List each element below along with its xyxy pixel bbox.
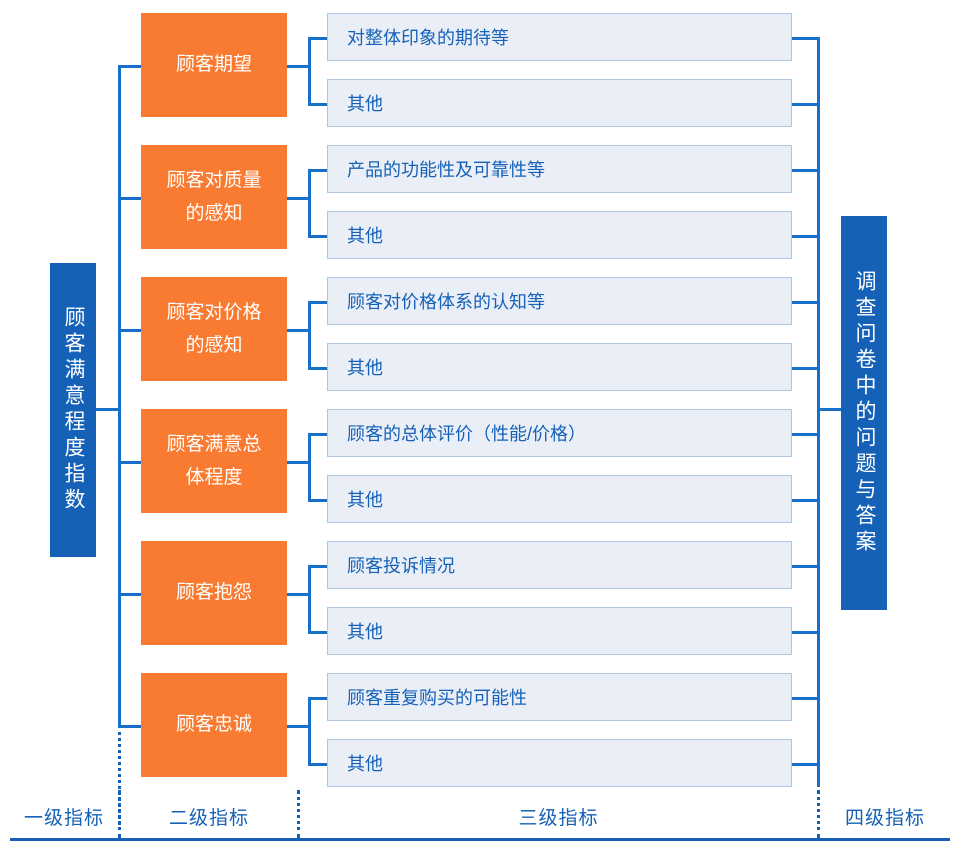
level4-branch-10 — [792, 631, 820, 634]
level3-box-10[interactable]: 其他 — [327, 607, 792, 655]
level3-branch-6 — [308, 367, 330, 370]
level2-branch-1 — [118, 65, 142, 68]
level3-stub-g6 — [287, 725, 311, 728]
legend-separator-3 — [817, 790, 820, 838]
level3-bracket-g6 — [308, 697, 311, 766]
level3-stub-g5 — [287, 593, 311, 596]
level2-label: 顾客忠诚 — [175, 714, 252, 736]
level1-trunk-dotted — [118, 725, 121, 825]
legend-text: 二级指标 — [168, 807, 249, 829]
level4-branch-5 — [792, 301, 820, 304]
level3-box-1[interactable]: 对整体印象的期待等 — [327, 13, 792, 61]
level3-box-12[interactable]: 其他 — [327, 739, 792, 787]
level3-box-2[interactable]: 其他 — [327, 79, 792, 127]
level3-box-4[interactable]: 其他 — [327, 211, 792, 259]
level2-branch-2 — [118, 197, 142, 200]
level3-label: 顾客重复购买的可能性 — [347, 688, 527, 708]
level2-box-4[interactable]: 顾客满意总体程度 — [141, 409, 287, 513]
level3-label: 其他 — [347, 358, 383, 378]
level2-box-6[interactable]: 顾客忠诚 — [141, 673, 287, 777]
level3-label: 产品的功能性及可靠性等 — [347, 160, 545, 180]
level3-label: 顾客的总体评价（性能/价格） — [347, 424, 586, 444]
level4-label: 调查问卷中的问题与答案 — [853, 270, 877, 556]
legend-text: 四级指标 — [844, 807, 925, 829]
level3-label: 其他 — [347, 622, 383, 642]
level2-label: 顾客期望 — [175, 54, 252, 76]
level3-bracket-g3 — [308, 301, 311, 370]
level2-box-2[interactable]: 顾客对质量的感知 — [141, 145, 287, 249]
legend-separator-2 — [297, 790, 300, 838]
level3-stub-g4 — [287, 461, 311, 464]
level3-label: 对整体印象的期待等 — [347, 28, 509, 48]
level4-trunk — [817, 37, 820, 787]
level4-branch-1 — [792, 37, 820, 40]
level2-branch-4 — [118, 461, 142, 464]
level3-bracket-g1 — [308, 37, 311, 106]
level4-branch-8 — [792, 499, 820, 502]
level3-stub-g2 — [287, 197, 311, 200]
level3-label: 其他 — [347, 226, 383, 246]
level3-branch-7 — [308, 433, 330, 436]
level2-label: 顾客对质量的感知 — [166, 169, 262, 224]
level2-branch-5 — [118, 593, 142, 596]
level3-box-9[interactable]: 顾客投诉情况 — [327, 541, 792, 589]
legend-bottom-rule — [10, 838, 950, 841]
level4-branch-6 — [792, 367, 820, 370]
level3-stub-g3 — [287, 329, 311, 332]
level4-branch-11 — [792, 697, 820, 700]
level1-stub — [96, 408, 120, 411]
level3-box-3[interactable]: 产品的功能性及可靠性等 — [327, 145, 792, 193]
level1-label: 顾客满意程度指数 — [62, 306, 86, 514]
level4-branch-12 — [792, 763, 820, 766]
level4-branch-7 — [792, 433, 820, 436]
level2-label: 顾客抱怨 — [175, 582, 252, 604]
level2-label: 顾客对价格的感知 — [166, 301, 262, 356]
level4-branch-4 — [792, 235, 820, 238]
level3-box-5[interactable]: 顾客对价格体系的认知等 — [327, 277, 792, 325]
level2-branch-6 — [118, 725, 142, 728]
level4-box: 调查问卷中的问题与答案 — [841, 216, 887, 610]
level1-box: 顾客满意程度指数 — [50, 263, 96, 557]
level3-box-8[interactable]: 其他 — [327, 475, 792, 523]
level3-box-11[interactable]: 顾客重复购买的可能性 — [327, 673, 792, 721]
legend-text: 一级指标 — [23, 807, 104, 829]
level2-box-5[interactable]: 顾客抱怨 — [141, 541, 287, 645]
level3-branch-10 — [308, 631, 330, 634]
level2-box-3[interactable]: 顾客对价格的感知 — [141, 277, 287, 381]
legend-label-1: 一级指标 — [10, 795, 118, 837]
level3-branch-4 — [308, 235, 330, 238]
level3-label: 顾客对价格体系的认知等 — [347, 292, 545, 312]
level3-label: 其他 — [347, 754, 383, 774]
level3-branch-1 — [308, 37, 330, 40]
level3-label: 其他 — [347, 490, 383, 510]
legend-label-4: 四级指标 — [820, 795, 950, 837]
legend-text: 三级指标 — [518, 807, 599, 829]
level4-branch-9 — [792, 565, 820, 568]
level1-trunk — [118, 65, 121, 725]
level3-branch-5 — [308, 301, 330, 304]
level3-label: 顾客投诉情况 — [347, 556, 455, 576]
legend-label-2: 二级指标 — [121, 795, 297, 837]
level2-box-1[interactable]: 顾客期望 — [141, 13, 287, 117]
level3-box-7[interactable]: 顾客的总体评价（性能/价格） — [327, 409, 792, 457]
level3-stub-g1 — [287, 65, 311, 68]
level3-branch-11 — [308, 697, 330, 700]
level3-branch-3 — [308, 169, 330, 172]
level3-branch-8 — [308, 499, 330, 502]
level2-branch-3 — [118, 329, 142, 332]
level4-branch-3 — [792, 169, 820, 172]
level3-branch-12 — [308, 763, 330, 766]
level3-bracket-g5 — [308, 565, 311, 634]
level3-bracket-g4 — [308, 433, 311, 502]
level3-label: 其他 — [347, 94, 383, 114]
level4-branch-2 — [792, 103, 820, 106]
level2-label: 顾客满意总体程度 — [166, 433, 262, 488]
level3-bracket-g2 — [308, 169, 311, 238]
level3-box-6[interactable]: 其他 — [327, 343, 792, 391]
legend-label-3: 三级指标 — [300, 795, 817, 837]
legend-separator-1 — [118, 790, 121, 838]
level4-stub — [817, 408, 843, 411]
level3-branch-2 — [308, 103, 330, 106]
level3-branch-9 — [308, 565, 330, 568]
